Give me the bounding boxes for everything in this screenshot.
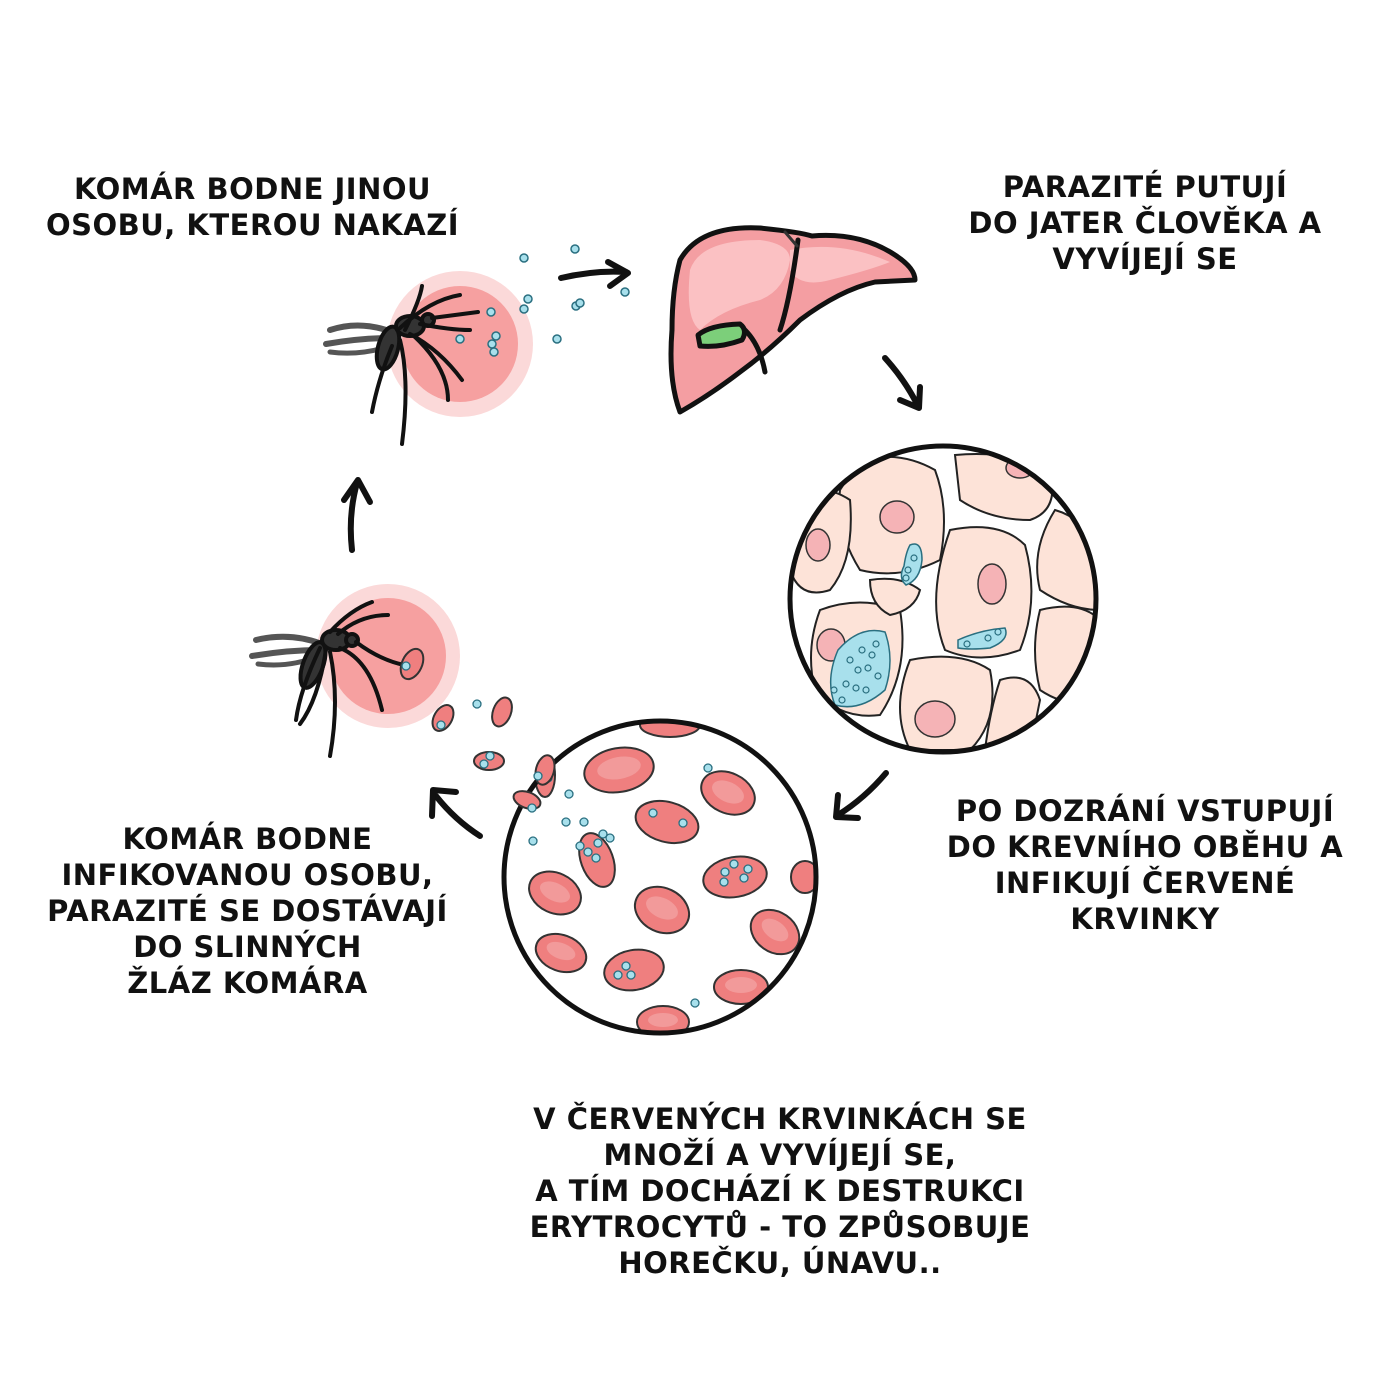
- red-blood-cells-icon: [501, 718, 819, 1036]
- parasite-icon: [401, 661, 411, 671]
- step-caption-mosquito-bites-infected: KOMÁR BODNE INFIKOVANOU OSOBU, PARAZITÉ …: [47, 822, 448, 1000]
- liver-cells-icon: [787, 443, 1099, 755]
- arrow-icon: [341, 477, 373, 553]
- mosquito-bite-infected-person: [249, 584, 460, 758]
- step-caption-liver-stage: PARAZITÉ PUTUJÍ DO JATER ČLOVĚKA A VYVÍJ…: [968, 170, 1322, 276]
- arrow-icon: [833, 770, 889, 821]
- mosquito-bite-healthy-person: [323, 244, 630, 446]
- liver-icon: [668, 225, 918, 415]
- parasite-icon: [528, 763, 753, 1008]
- step-caption-bloodstream-entry: PO DOZRÁNÍ VSTUPUJÍ DO KREVNÍHO OBĚHU A …: [946, 794, 1344, 936]
- arrow-icon: [558, 259, 631, 289]
- parasite-icon: [436, 699, 543, 813]
- mosquito-icon: [249, 600, 406, 758]
- parasite-icon: [455, 244, 630, 357]
- parasite-icon: [830, 554, 1002, 704]
- mosquito-icon: [323, 284, 480, 446]
- arrow-icon: [429, 787, 483, 839]
- step-caption-mosquito-infects-person: KOMÁR BODNE JINOU OSOBU, KTEROU NAKAZÍ: [45, 172, 460, 242]
- arrow-icon: [882, 355, 923, 411]
- step-caption-rbc-stage: V ČERVENÝCH KRVINKÁCH SE MNOŽÍ A VYVÍJEJ…: [529, 1102, 1031, 1280]
- infected-rbc-stream: [431, 696, 556, 813]
